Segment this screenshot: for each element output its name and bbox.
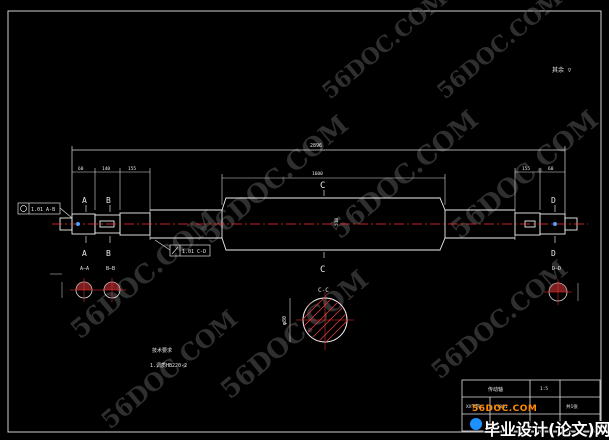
- title-block-no: YY001: [494, 404, 508, 410]
- section-view-dd: [544, 279, 579, 305]
- drawing-frame: [7, 10, 602, 433]
- watermarks: 56DOC.COM 56DOC.COM 56DOC.COM 56DOC.COM …: [65, 0, 604, 435]
- surface-finish-note: 其余 ▽: [552, 66, 572, 74]
- tolerance-left-label: 1.01 A-B: [31, 207, 55, 213]
- dim-height-label: φ80: [282, 316, 288, 325]
- tolerance-mid-label: 1.01 C-D: [182, 249, 206, 255]
- title-block-name: 传动轴: [488, 386, 503, 393]
- watermark-text: 56DOC.COM: [425, 254, 573, 385]
- section-bb-title: B—B: [106, 266, 115, 272]
- site-url: 56DOC.COM: [472, 404, 538, 414]
- section-cc-title: C-C: [318, 287, 329, 294]
- section-dd-title: D—D: [552, 266, 561, 272]
- section-c-bottom: C: [320, 265, 325, 275]
- left-center-mark: [76, 222, 80, 226]
- section-c-top: C: [320, 181, 325, 191]
- section-a-bottom: A: [82, 249, 87, 258]
- section-marker-a: [85, 190, 556, 258]
- segment-dimensions: [72, 168, 565, 240]
- title-block-scale: 1:5: [540, 386, 548, 392]
- site-name: 毕业设计(论文)网: [484, 420, 609, 439]
- section-b-bottom: B: [106, 249, 111, 258]
- overall-dimension: [71, 146, 566, 215]
- dim-left3-label: 155: [128, 166, 136, 172]
- section-b-top: B: [106, 196, 111, 205]
- watermark-text: 56DOC.COM: [432, 0, 567, 105]
- dim-left2-label: 140: [102, 166, 110, 172]
- site-logo-icon: [470, 418, 482, 430]
- tech-requirements-line: 1.调质HB220-2: [150, 362, 187, 369]
- watermark-text: 56DOC.COM: [95, 304, 243, 435]
- dim-left1-label: 60: [78, 166, 84, 172]
- title-block-school: XX学院: [466, 403, 481, 410]
- dim-middle-label: 1600: [312, 171, 323, 177]
- tolerance-frame-mid: [154, 239, 211, 257]
- tolerance-frame-left: [17, 202, 73, 219]
- section-d-top: D: [551, 196, 556, 205]
- right-center-mark: [553, 222, 557, 226]
- section-a-top: A: [82, 196, 87, 205]
- section-aa-title: A—A: [80, 266, 89, 272]
- section-view-bb: [98, 278, 126, 302]
- title-block: [461, 379, 601, 432]
- tech-requirements-title: 技术要求: [152, 347, 172, 354]
- section-view-aa: [50, 273, 98, 302]
- watermark-text: 56DOC.COM: [317, 0, 452, 105]
- title-block-sheet: 共1张: [566, 403, 578, 410]
- section-d-bottom: D: [551, 249, 556, 258]
- watermark-text: 56DOC.COM: [215, 265, 374, 405]
- site-logo-badge: 56DOC.COM 毕业设计(论文)网: [470, 404, 609, 439]
- dim-total-label: 2896: [310, 143, 322, 149]
- dim-right1-label: 155: [522, 166, 530, 172]
- dim-right2-label: 60: [548, 166, 554, 172]
- dim-center-label: 510: [334, 218, 340, 226]
